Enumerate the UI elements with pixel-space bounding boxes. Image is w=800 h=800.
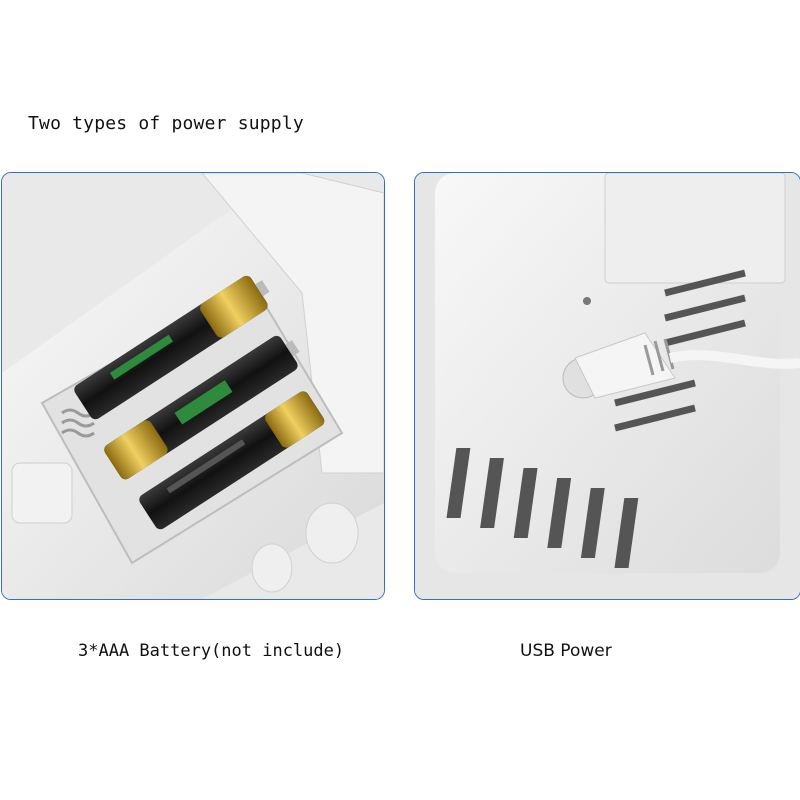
usb-plug bbox=[562, 332, 800, 399]
battery-2 bbox=[104, 335, 300, 480]
usb-photo-panel bbox=[414, 172, 800, 600]
battery-caption: 3*AAA Battery(not include) bbox=[78, 641, 345, 661]
battery-1 bbox=[74, 275, 270, 420]
usb-port-image bbox=[415, 173, 800, 599]
page-heading: Two types of power supply bbox=[28, 113, 304, 134]
battery-photo-panel bbox=[1, 172, 385, 600]
vent-slots-bottom bbox=[446, 448, 639, 568]
spring-contacts bbox=[61, 408, 95, 438]
vent-slots-right bbox=[614, 269, 746, 432]
usb-caption: USB Power bbox=[520, 641, 612, 661]
battery-compartment-image bbox=[2, 173, 384, 599]
battery-3 bbox=[139, 391, 325, 530]
